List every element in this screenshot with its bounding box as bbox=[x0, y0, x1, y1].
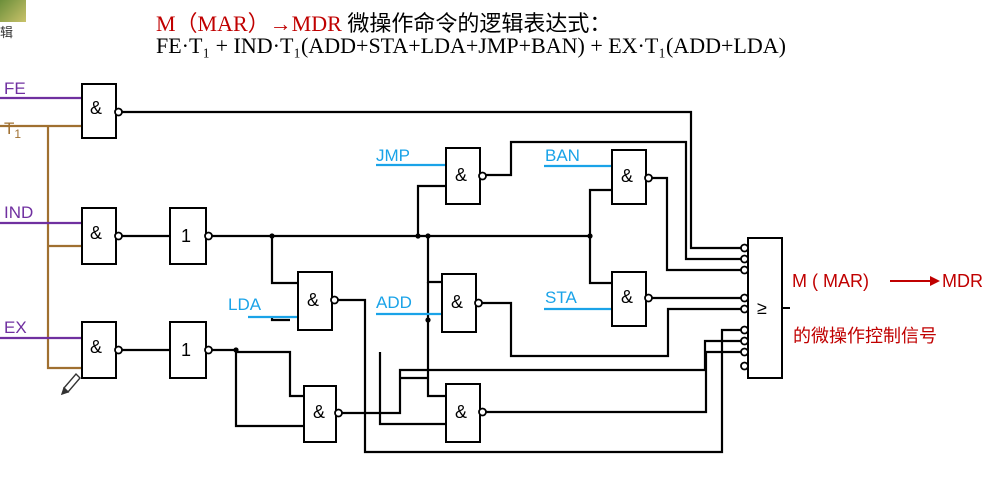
junction-dot bbox=[425, 233, 431, 239]
bubble-lda bbox=[330, 295, 339, 305]
bubble-ex bbox=[114, 345, 123, 355]
input-ban-label: BAN bbox=[545, 146, 580, 165]
wire-ban-and-out bbox=[650, 176, 742, 272]
output-arrow-head bbox=[930, 276, 940, 286]
and-gate-ex-lda bbox=[303, 385, 337, 443]
wire-ex-add-out bbox=[484, 350, 742, 414]
input-ex-label: EX bbox=[4, 318, 27, 337]
and-symbol-fe: & bbox=[90, 98, 102, 118]
wire-t1-main bbox=[0, 124, 82, 370]
title-prefix: M（MAR）→MDR bbox=[156, 11, 342, 36]
and-gate-jmp bbox=[445, 147, 481, 205]
pen-cursor-icon bbox=[60, 372, 81, 396]
logic-formula: FE·T₁ + IND·T₁(ADD+STA+LDA+JMP+BAN) + EX… bbox=[156, 33, 786, 58]
wire-ind-t1-tap-jmp bbox=[416, 184, 446, 236]
junction-dot bbox=[587, 233, 593, 239]
junction-dot bbox=[415, 233, 421, 239]
and-symbol-ban: & bbox=[621, 166, 633, 186]
wire-ex-not-out bbox=[210, 348, 304, 428]
logo-fragment bbox=[0, 0, 26, 22]
bubble-jmp bbox=[478, 171, 487, 181]
or-in-bubble-3 bbox=[740, 265, 749, 275]
bubble-ex-add bbox=[478, 407, 487, 417]
junction-dot bbox=[233, 347, 239, 353]
t1-sub: 1 bbox=[14, 127, 21, 141]
or-in-bubble-6 bbox=[740, 325, 749, 335]
not-symbol-ex: 1 bbox=[181, 340, 191, 360]
input-ind-label: IND bbox=[4, 203, 33, 222]
or-in-bubble-9 bbox=[740, 361, 749, 371]
bubble-not-ind bbox=[204, 231, 213, 241]
wire-lda-and-out bbox=[336, 298, 742, 454]
wire-ex-t1-h bbox=[236, 350, 304, 398]
and-gate-ex bbox=[81, 321, 117, 379]
bubble-sta bbox=[644, 293, 653, 303]
not-symbol-ind: 1 bbox=[181, 226, 191, 246]
not-gate-ex bbox=[169, 321, 207, 379]
input-sta-label: STA bbox=[545, 288, 577, 307]
not-gate-ind bbox=[169, 207, 207, 265]
wire-ind-t1-tap-lda bbox=[270, 236, 298, 285]
and-symbol-sta: & bbox=[621, 287, 633, 307]
wire-ind-t1-tap-ban-sta bbox=[588, 188, 612, 285]
or-symbol: ≥ bbox=[757, 298, 767, 318]
and-symbol-ind: & bbox=[90, 223, 102, 243]
junction-dot bbox=[425, 317, 431, 323]
bubble-fe bbox=[114, 107, 123, 117]
and-symbol-ex-lda: & bbox=[313, 402, 325, 422]
title-suffix: 微操作命令的逻辑表达式： bbox=[341, 11, 612, 36]
slide-title: M（MAR）→MDR 微操作命令的逻辑表达式： bbox=[156, 6, 611, 38]
junction-dot bbox=[269, 233, 275, 239]
input-lda-label: LDA bbox=[228, 295, 262, 314]
t1-base: T bbox=[4, 119, 14, 138]
or-in-bubble-1 bbox=[740, 243, 749, 253]
input-jmp-label: JMP bbox=[376, 146, 410, 165]
wire-lda-line-down bbox=[270, 318, 290, 322]
bubble-ex-lda bbox=[334, 408, 343, 418]
wire-ind-t1-tap-add bbox=[426, 236, 442, 284]
bubble-add bbox=[474, 298, 483, 308]
wire-fe-and-out bbox=[121, 110, 742, 250]
input-t1-label: T1 bbox=[4, 119, 21, 141]
wire-add-and-out bbox=[480, 301, 742, 358]
output-target-label: MDR bbox=[942, 271, 983, 291]
or-in-bubble-5 bbox=[740, 304, 749, 314]
input-add-label: ADD bbox=[376, 293, 412, 312]
and-symbol-ex-add: & bbox=[455, 402, 467, 422]
wire-jmp-and-out bbox=[484, 140, 742, 261]
wire-ex-add-in bbox=[378, 352, 446, 426]
and-symbol-add: & bbox=[451, 292, 463, 312]
and-symbol-ex: & bbox=[90, 337, 102, 357]
or-in-bubble-8 bbox=[740, 347, 749, 357]
and-gate-ex-add bbox=[445, 383, 481, 443]
or-in-bubble-4 bbox=[740, 293, 749, 303]
bubble-not-ex bbox=[204, 345, 213, 355]
and-symbol-jmp: & bbox=[455, 165, 467, 185]
logo-glyph: 辑 bbox=[0, 26, 14, 41]
output-signal-label: M ( MAR) bbox=[792, 271, 869, 291]
bubble-ind bbox=[114, 231, 123, 241]
wire-ex-lda-out bbox=[340, 339, 742, 415]
output-description: 的微操作控制信号 bbox=[793, 326, 937, 346]
or-in-bubble-7 bbox=[740, 336, 749, 346]
bubble-ban bbox=[644, 173, 653, 183]
and-symbol-lda: & bbox=[307, 290, 319, 310]
input-fe-label: FE bbox=[4, 79, 26, 98]
or-in-bubble-2 bbox=[740, 254, 749, 264]
